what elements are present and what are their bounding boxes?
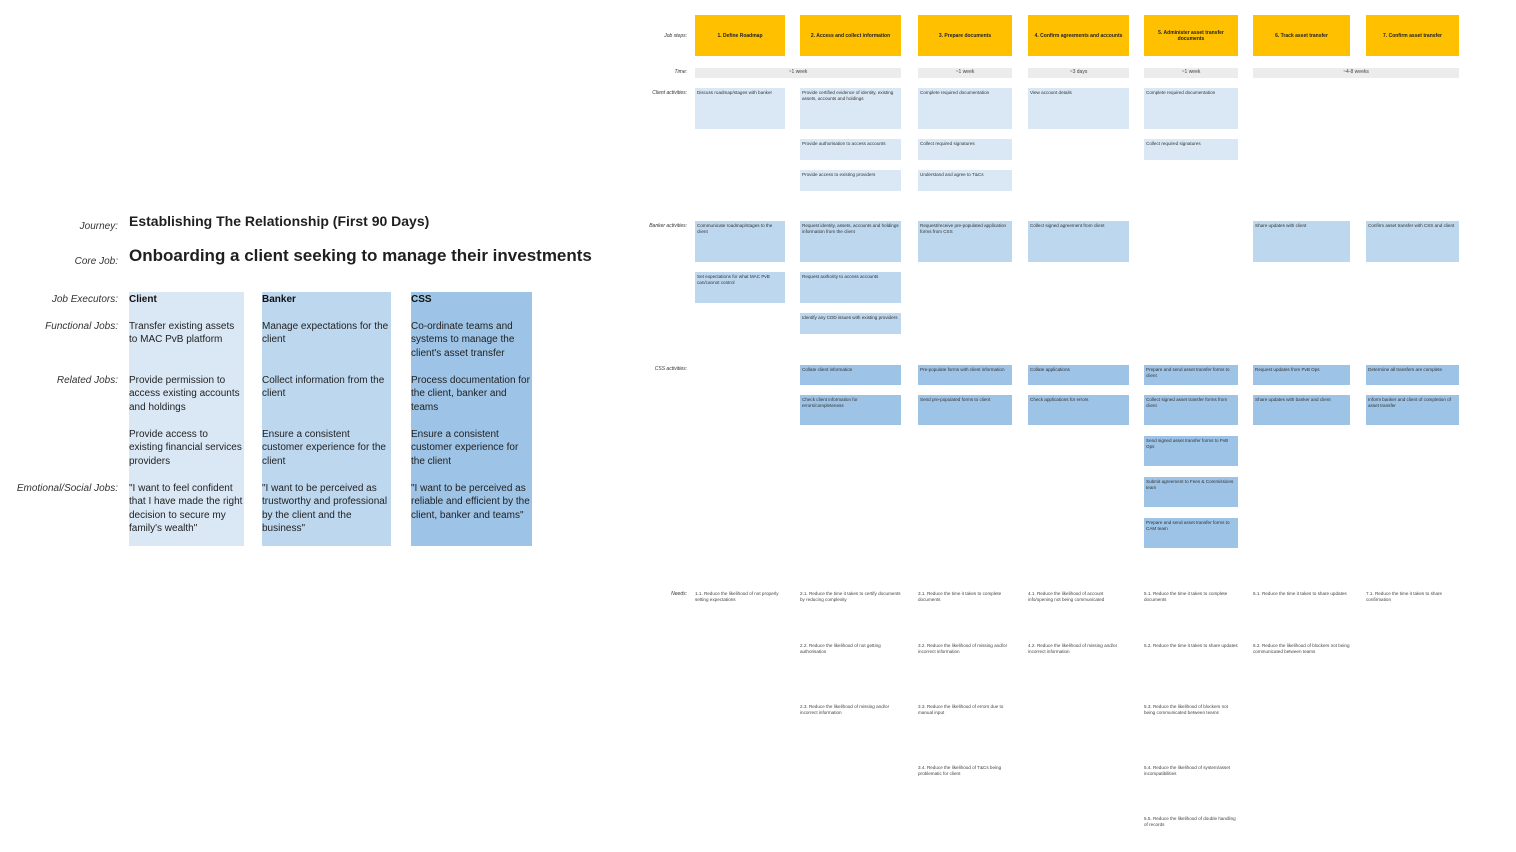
functional-jobs-label: Functional Jobs: <box>45 321 118 332</box>
need-statement: 1.1. Reduce the likelihood of not proper… <box>695 591 779 602</box>
banker-activity-card: Collect signed agreement from client <box>1028 221 1129 262</box>
job-step: 2. Access and collect information <box>800 15 901 56</box>
journey-title: Establishing The Relationship (First 90 … <box>129 213 430 229</box>
related-job: Provide permission to access existing ac… <box>129 375 240 413</box>
job-step: 3. Prepare documents <box>918 15 1012 56</box>
css-activities-label: CSS activities: <box>654 366 687 372</box>
time-estimate: ~4-8 weeks <box>1253 68 1459 78</box>
emotional-job: "I want to feel confident that I have ma… <box>129 483 243 535</box>
need-statement: 6.2. Reduce the likelihood of blockers n… <box>1253 643 1350 654</box>
css-activity-card: Check client information for errors/comp… <box>800 395 901 425</box>
need-statement: 3.3. Reduce the likelihood of errors due… <box>918 704 1004 715</box>
banker-activity-card: Request/receive pre-populated applicatio… <box>918 221 1012 262</box>
related-job: Provide access to existing financial ser… <box>129 429 242 467</box>
functional-job: Co-ordinate teams and systems to manage … <box>411 321 515 359</box>
client-activity-card: Provide authorisation to access accounts <box>800 139 901 160</box>
client-activity-card: Collect required signatures <box>1144 139 1238 160</box>
job-step: 1. Define Roadmap <box>695 15 785 56</box>
job-step: 5. Administer asset transfer documents <box>1144 15 1238 56</box>
related-job: Process documentation for the client, ba… <box>411 375 530 413</box>
css-activity-card: Pre-populate forms with client informati… <box>918 365 1012 385</box>
css-activity-card: Send signed asset transfer forms to PvB … <box>1144 436 1238 466</box>
css-activity-card: Collate applications <box>1028 365 1129 385</box>
time-label: Time: <box>674 69 687 75</box>
executors-label: Job Executors: <box>51 294 118 305</box>
client-activity-card: View account details <box>1028 88 1129 129</box>
job-step: 6. Track asset transfer <box>1253 15 1350 56</box>
executor-column-css <box>411 292 532 546</box>
emotional-jobs-label: Emotional/Social Jobs: <box>16 483 118 494</box>
need-statement: 5.3. Reduce the likelihood of blockers n… <box>1144 704 1229 715</box>
css-activity-card: Request updates from PvB Ops <box>1253 365 1350 385</box>
executor-name: CSS <box>411 294 432 305</box>
core-job-label: Core Job: <box>74 256 118 267</box>
css-activity-card: Collect signed asset transfer forms from… <box>1144 395 1238 425</box>
time-estimate: ~1 week <box>695 68 901 78</box>
job-step: 7. Confirm asset transfer <box>1366 15 1459 56</box>
journey-label: Journey: <box>79 221 118 232</box>
executor-column-banker <box>262 292 391 546</box>
css-activity-card: Inform banker and client of completion o… <box>1366 395 1459 425</box>
time-estimate: ~1 week <box>918 68 1012 78</box>
need-statement: 2.3. Reduce the likelihood of missing an… <box>800 704 890 715</box>
executor-name: Banker <box>262 294 296 305</box>
css-activity-card: Prepare and send asset transfer forms to… <box>1144 518 1238 548</box>
job-step: 4. Confirm agreements and accounts <box>1028 15 1129 56</box>
css-activity-card: Submit agreement to Fees & Commissions t… <box>1144 477 1238 507</box>
client-activity-card: Complete required documentation <box>918 88 1012 129</box>
need-statement: 5.5. Reduce the likelihood of double han… <box>1144 816 1236 827</box>
client-activity-card: Understand and agree to T&Cs <box>918 170 1012 191</box>
need-statement: 5.1. Reduce the time it takes to complet… <box>1144 591 1228 602</box>
emotional-job: "I want to be perceived as reliable and … <box>411 483 530 521</box>
client-activity-card: Provide access to existing providers <box>800 170 901 191</box>
functional-job: Transfer existing assets to MAC PvB plat… <box>129 321 235 346</box>
needs-label: Needs: <box>671 591 687 597</box>
functional-job: Manage expectations for the client <box>262 321 389 346</box>
need-statement: 5.2. Reduce the time it takes to share u… <box>1144 643 1238 648</box>
client-activity-card: Provide certified evidence of identity, … <box>800 88 901 129</box>
related-job: Collect information from the client <box>262 375 385 400</box>
client-activity-card: Complete required documentation <box>1144 88 1238 129</box>
client-activity-card: Discuss roadmap/stages with banker <box>695 88 785 129</box>
banker-activities-label: Banker activities: <box>649 223 687 229</box>
executor-column-client <box>129 292 244 546</box>
time-estimate: ~1 week <box>1144 68 1238 78</box>
need-statement: 4.1. Reduce the likelihood of account in… <box>1028 591 1105 602</box>
banker-activity-card: Set expectations for what MAC PvB can/ca… <box>695 272 785 303</box>
banker-activity-card: Request authority to access accounts <box>800 272 901 303</box>
banker-activity-card: Request identity, assets, accounts and h… <box>800 221 901 262</box>
banker-activity-card: Communicate roadmap/stages to the client <box>695 221 785 262</box>
need-statement: 3.1. Reduce the time it takes to complet… <box>918 591 1002 602</box>
css-activity-card: Send pre-populated forms to client <box>918 395 1012 425</box>
css-activity-card: Check applications for errors <box>1028 395 1129 425</box>
client-activity-card: Collect required signatures <box>918 139 1012 160</box>
executor-name: Client <box>129 294 157 305</box>
need-statement: 3.2. Reduce the likelihood of missing an… <box>918 643 1008 654</box>
related-jobs-label: Related Jobs: <box>56 375 118 386</box>
client-activities-label: Client activities: <box>652 90 687 96</box>
css-activity-card: Collate client information <box>800 365 901 385</box>
related-job: Ensure a consistent customer experience … <box>262 429 386 467</box>
need-statement: 2.1. Reduce the time it takes to certify… <box>800 591 901 602</box>
css-activity-card: Determine all transfers are complete <box>1366 365 1459 385</box>
need-statement: 3.4. Reduce the likelihood of T&Cs being… <box>918 765 1002 776</box>
css-activity-card: Prepare and send asset transfer forms to… <box>1144 365 1238 385</box>
banker-activity-card: Confirm asset transfer with CSS and clie… <box>1366 221 1459 262</box>
banker-activity-card: Share updates with client <box>1253 221 1350 262</box>
need-statement: 5.4. Reduce the likelihood of system/ass… <box>1144 765 1231 776</box>
css-activity-card: Share updates with banker and client <box>1253 395 1350 425</box>
need-statement: 6.1. Reduce the time it takes to share u… <box>1253 591 1347 596</box>
need-statement: 4.2. Reduce the likelihood of missing an… <box>1028 643 1118 654</box>
need-statement: 7.1. Reduce the time it takes to share c… <box>1366 591 1443 602</box>
banker-activity-card: Identify any CDD issues with existing pr… <box>800 313 901 334</box>
emotional-job: "I want to be perceived as trustworthy a… <box>262 483 388 535</box>
related-job: Ensure a consistent customer experience … <box>411 429 519 467</box>
need-statement: 2.2. Reduce the likelihood of not gettin… <box>800 643 881 654</box>
time-estimate: ~3 days <box>1028 68 1129 78</box>
core-job-title: Onboarding a client seeking to manage th… <box>129 246 592 265</box>
job-steps-label: Job steps: <box>664 33 687 39</box>
